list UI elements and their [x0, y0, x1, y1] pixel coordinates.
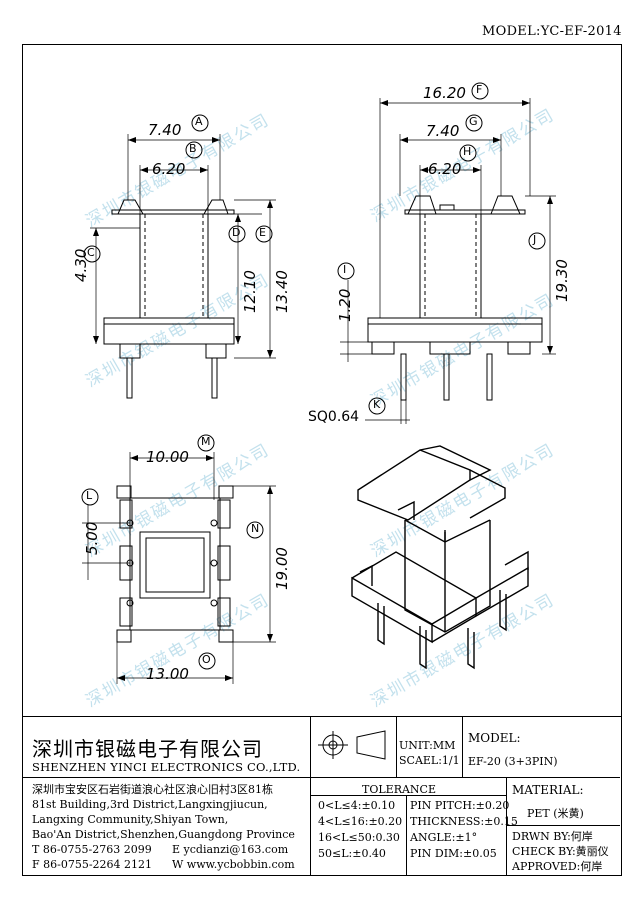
balloon-n: N	[251, 522, 260, 535]
technical-drawing	[81, 82, 556, 684]
website: W www.ycbobbin.com	[172, 858, 295, 871]
divider	[506, 825, 620, 826]
drawing-frame	[22, 44, 622, 876]
tolerance-row: 16<L≤50:0.30	[318, 831, 400, 844]
material-label: MATERIAL:	[512, 783, 584, 797]
approved-by: APPROVED:何岸	[512, 860, 603, 873]
projection-symbol-icon	[318, 730, 386, 760]
address-cn: 深圳市宝安区石岩街道浪心社区浪心旧村3区81栋	[32, 783, 273, 796]
fax: F 86-0755-2264 2121	[32, 858, 153, 871]
material-value: PET (米黄)	[527, 807, 584, 820]
address-en-3: Bao'An District,Shenzhen,Guangdong Provi…	[32, 828, 295, 841]
address-en-1: 81st Building,3rd District,Langxingjiucu…	[32, 798, 268, 811]
divider	[310, 795, 506, 796]
dimension-d: 12.10	[241, 270, 259, 313]
balloon-d: D	[232, 226, 241, 239]
dimension-j: 19.30	[553, 259, 571, 302]
dimension-l: 5.00	[83, 521, 101, 555]
address-en-2: Langxing Community,Shiyan Town,	[32, 813, 229, 826]
balloon-i: I	[343, 263, 347, 276]
dimension-i: 1.20	[336, 288, 354, 322]
tolerance-row: 50≤L:±0.40	[318, 847, 386, 860]
unit-label: UNIT:MM	[399, 739, 456, 752]
balloon-f: F	[476, 83, 483, 96]
balloon-c: C	[87, 246, 95, 259]
balloon-l: L	[86, 489, 93, 502]
dimension-a: 7.40	[148, 121, 182, 139]
divider	[506, 777, 507, 875]
dimension-e: 13.40	[273, 270, 291, 313]
divider	[310, 717, 311, 875]
front-view	[83, 114, 276, 399]
divider	[396, 717, 397, 777]
balloon-g: G	[469, 115, 478, 128]
dimension-h: 6.20	[428, 160, 462, 178]
model-label: MODEL:	[468, 731, 521, 745]
model-header: MODEL:YC-EF-2014	[482, 24, 622, 39]
tolerance-row: 0<L≤4:±0.10	[318, 799, 396, 812]
email: E ycdianzi@163.com	[172, 843, 289, 856]
divider	[310, 777, 620, 778]
divider	[22, 777, 310, 778]
model-value: EF-20 (3+3PIN)	[468, 755, 558, 768]
balloon-a: A	[195, 115, 203, 128]
dimension-m: 10.00	[146, 448, 189, 466]
divider	[406, 795, 407, 875]
tolerance-title: TOLERANCE	[362, 783, 436, 796]
dimension-b: 6.20	[152, 160, 186, 178]
tolerance-row: 4<L≤16:±0.20	[318, 815, 403, 828]
divider	[462, 717, 463, 777]
pin-tolerance-row: PIN PITCH:±0.20	[410, 799, 510, 812]
balloon-h: H	[463, 145, 472, 158]
balloon-k: K	[373, 398, 381, 411]
drawn-by: DRWN BY:何岸	[512, 830, 593, 843]
company-name-en: SHENZHEN YINCI ELECTRONICS CO.,LTD.	[32, 760, 301, 774]
telephone: T 86-0755-2763 2099	[32, 843, 152, 856]
dimension-g: 7.40	[426, 122, 460, 140]
pin-tolerance-row: THICKNESS:±0.15	[410, 815, 518, 828]
title-block: 深圳市银磁电子有限公司 SHENZHEN YINCI ELECTRONICS C…	[22, 716, 622, 876]
dimension-n: 19.00	[273, 547, 291, 590]
dimension-f: 16.20	[423, 84, 466, 102]
balloon-m: M	[201, 435, 211, 448]
dimension-arrows	[93, 100, 553, 681]
pin-tolerance-row: ANGLE:±1°	[410, 831, 478, 844]
bottom-view	[81, 434, 276, 684]
dimension-o: 13.00	[146, 665, 189, 683]
scale-label: SCAEL:1/1	[399, 754, 460, 767]
side-view	[337, 82, 556, 424]
balloon-e: E	[259, 226, 266, 239]
balloon-o: O	[202, 653, 211, 666]
pin-tolerance-row: PIN DIM:±0.05	[410, 847, 497, 860]
checked-by: CHECK BY:黄丽仪	[512, 845, 609, 858]
isometric-view	[351, 445, 529, 670]
company-name-cn: 深圳市银磁电子有限公司	[32, 737, 263, 761]
dimension-k: SQ0.64	[308, 409, 360, 425]
balloon-j: J	[533, 233, 537, 246]
balloon-b: B	[189, 142, 197, 155]
